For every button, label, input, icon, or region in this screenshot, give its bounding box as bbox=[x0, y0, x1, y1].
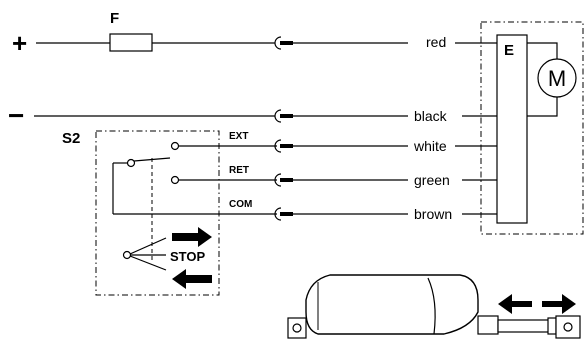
motor-label: M bbox=[548, 66, 566, 91]
actuator-illustration bbox=[287, 274, 581, 339]
stop-symbol bbox=[122, 237, 167, 271]
motor-symbol bbox=[537, 58, 577, 98]
switch-ret-label: RET bbox=[229, 165, 249, 176]
actuator-extend-arrow-icon bbox=[542, 294, 576, 314]
ret-contact bbox=[170, 175, 180, 185]
switch-label: S2 bbox=[62, 130, 80, 147]
plus-terminal-label: + bbox=[12, 28, 27, 58]
fuse-symbol bbox=[109, 33, 153, 52]
arrow-right-icon bbox=[172, 227, 212, 247]
wire-label-brown: brown bbox=[414, 206, 452, 222]
connector-symbols bbox=[274, 36, 293, 221]
actuator-retract-arrow-icon bbox=[498, 294, 532, 314]
ext-contact bbox=[170, 141, 180, 151]
switch-pivot bbox=[126, 158, 136, 168]
switch-ext-label: EXT bbox=[229, 131, 248, 142]
wire-label-red: red bbox=[426, 34, 446, 50]
switch-com-label: COM bbox=[229, 199, 252, 210]
actuator-enclosure bbox=[480, 21, 584, 235]
wire-label-black: black bbox=[414, 108, 448, 124]
wire-label-white: white bbox=[413, 138, 447, 154]
connector-red bbox=[274, 36, 293, 50]
switch-enclosure bbox=[95, 130, 220, 296]
connector-black bbox=[274, 109, 293, 123]
minus-terminal-label: − bbox=[8, 100, 24, 131]
controller-label: E bbox=[504, 42, 514, 59]
controller-box bbox=[496, 34, 528, 224]
fuse-label: F bbox=[110, 10, 119, 27]
wire-label-green: green bbox=[414, 172, 450, 188]
switch-stop-label: STOP bbox=[170, 249, 205, 264]
arrow-left-icon bbox=[172, 269, 212, 289]
